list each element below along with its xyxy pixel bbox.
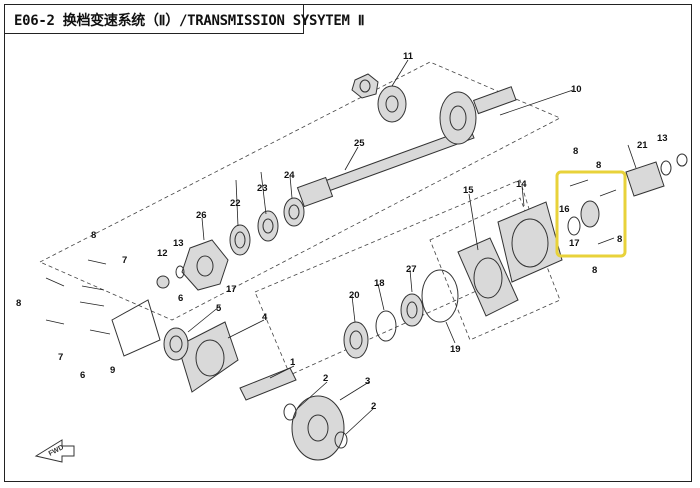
callout-7a: 7 <box>122 255 127 266</box>
callout-27: 27 <box>406 264 417 275</box>
bearing-24 <box>283 197 305 227</box>
callout-25: 25 <box>354 138 365 149</box>
diagram-frame <box>4 4 692 482</box>
callout-18: 18 <box>374 278 385 289</box>
nut-11 <box>351 73 379 99</box>
callout-6b: 6 <box>80 370 85 381</box>
callout-23: 23 <box>257 183 268 194</box>
callout-17a: 17 <box>226 284 237 295</box>
callout-19: 19 <box>450 344 461 355</box>
callout-20: 20 <box>349 290 360 301</box>
washer-13 <box>175 265 185 279</box>
cover-15 <box>457 237 519 317</box>
oring-19 <box>421 269 459 323</box>
housing-4 <box>177 321 239 393</box>
bolt-12b <box>676 153 688 167</box>
bearing-27 <box>400 293 424 327</box>
seal-22 <box>229 224 251 256</box>
callout-8d: 8 <box>596 160 601 171</box>
callout-13b: 13 <box>657 133 668 144</box>
upper-shaft-outline <box>39 61 561 321</box>
callout-5: 5 <box>216 303 222 314</box>
callout-26: 26 <box>196 210 207 221</box>
ring-2b <box>334 431 348 449</box>
washer-13b <box>660 160 672 176</box>
callout-8b: 8 <box>16 298 21 309</box>
title-box: E06-2 换档变速系统（Ⅱ）/TRANSMISSION SYSYTEM Ⅱ <box>4 4 365 34</box>
callout-2a: 2 <box>323 373 328 384</box>
callout-3: 3 <box>365 376 370 387</box>
callout-13a: 13 <box>173 238 184 249</box>
flange-26 <box>181 239 229 291</box>
callout-22: 22 <box>230 198 241 209</box>
shaft-25 <box>296 127 475 208</box>
bearing-23 <box>257 210 279 242</box>
gear-11b <box>377 85 407 123</box>
bearing-5 <box>163 327 189 361</box>
callout-17b: 17 <box>569 238 580 249</box>
bracket-9 <box>111 299 161 357</box>
callout-10: 10 <box>571 84 582 95</box>
callout-7b: 7 <box>58 352 63 363</box>
gear-3 <box>291 395 345 461</box>
callout-11: 11 <box>403 51 414 62</box>
leader-lines <box>187 59 637 435</box>
callout-15: 15 <box>463 185 474 196</box>
callout-1: 1 <box>290 357 296 368</box>
bushing-21 <box>625 161 665 197</box>
highlight-box <box>555 170 627 258</box>
shaft-1 <box>239 367 297 401</box>
bolt-group-left <box>45 259 111 335</box>
callout-16: 16 <box>559 204 570 215</box>
callout-8a: 8 <box>91 230 96 241</box>
callout-4: 4 <box>262 312 268 323</box>
callout-8f: 8 <box>592 265 597 276</box>
diagram-title: E06-2 换档变速系统（Ⅱ）/TRANSMISSION SYSYTEM Ⅱ <box>14 13 365 29</box>
ring-18 <box>375 310 397 342</box>
callout-9: 9 <box>110 365 115 376</box>
callout-6a: 6 <box>178 293 183 304</box>
bevel-gear-10 <box>439 86 517 145</box>
callout-8e: 8 <box>617 234 622 245</box>
fwd-arrow: FWD <box>34 439 75 463</box>
housing-14 <box>497 201 563 283</box>
ring-17b <box>567 216 581 236</box>
callout-12: 12 <box>157 248 168 259</box>
seal-16 <box>580 200 600 228</box>
callout-2b: 2 <box>371 401 376 412</box>
ring-2a <box>283 403 297 421</box>
bolt-12 <box>156 275 170 289</box>
bearing-20 <box>343 321 369 359</box>
callout-24: 24 <box>284 170 295 181</box>
callout-8c: 8 <box>573 146 578 157</box>
callout-14: 14 <box>516 179 527 190</box>
callout-21: 21 <box>637 140 648 151</box>
